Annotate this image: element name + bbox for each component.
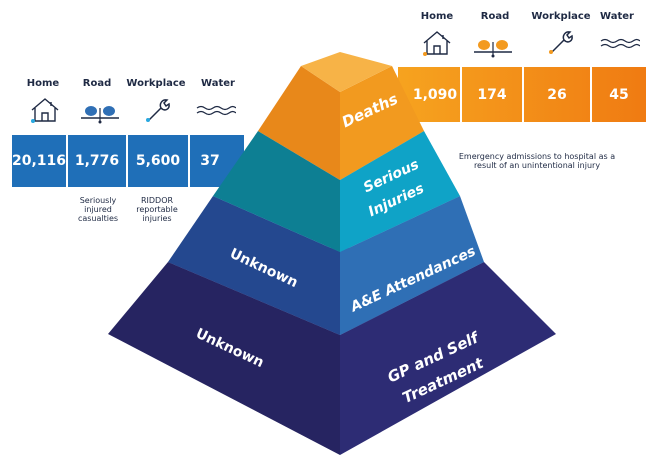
left-workplace-label: Workplace xyxy=(126,78,186,89)
car-crash-icon xyxy=(81,106,119,124)
deaths-layer-left xyxy=(258,66,340,180)
waves-icon xyxy=(600,38,640,49)
serious-layer-left xyxy=(213,131,340,252)
gp-layer-left xyxy=(108,262,340,455)
right-water-value: 45 xyxy=(609,86,629,103)
deaths-layer-top xyxy=(301,52,392,92)
left-road-value: 1,776 xyxy=(74,153,120,169)
left-water-value: 37 xyxy=(200,153,220,169)
admissions-caption: Emergency admissions to hospital as a re… xyxy=(458,152,616,170)
left-road-label: Road xyxy=(82,78,112,89)
house-icon xyxy=(423,31,451,56)
right-workplace-value: 26 xyxy=(547,86,567,103)
right-road-label: Road xyxy=(480,11,510,22)
gp-layer-right xyxy=(340,262,556,455)
wrench-icon xyxy=(549,31,573,54)
ae-layer-right xyxy=(340,196,484,335)
left-value-bar xyxy=(12,135,244,187)
workplace-note: RIDDOR reportable injuries xyxy=(136,196,178,223)
house-icon xyxy=(31,98,59,123)
left-water-label: Water xyxy=(201,78,235,89)
right-workplace-label: Workplace xyxy=(531,11,591,22)
road-note: Seriously injured casualties xyxy=(77,196,119,223)
waves-icon xyxy=(196,105,236,116)
right-home-value: 1,090 xyxy=(412,86,458,103)
left-home-label: Home xyxy=(26,78,60,89)
right-road-value: 174 xyxy=(477,86,507,103)
left-workplace-value: 5,600 xyxy=(135,153,181,169)
right-home-label: Home xyxy=(420,11,454,22)
serious-layer-right xyxy=(340,131,460,252)
car-crash-icon xyxy=(474,40,512,58)
left-home-value: 20,116 xyxy=(11,153,67,169)
wrench-icon xyxy=(146,99,170,122)
ae-layer-left xyxy=(168,196,340,335)
deaths-layer-right xyxy=(340,66,424,180)
right-water-label: Water xyxy=(600,11,634,22)
